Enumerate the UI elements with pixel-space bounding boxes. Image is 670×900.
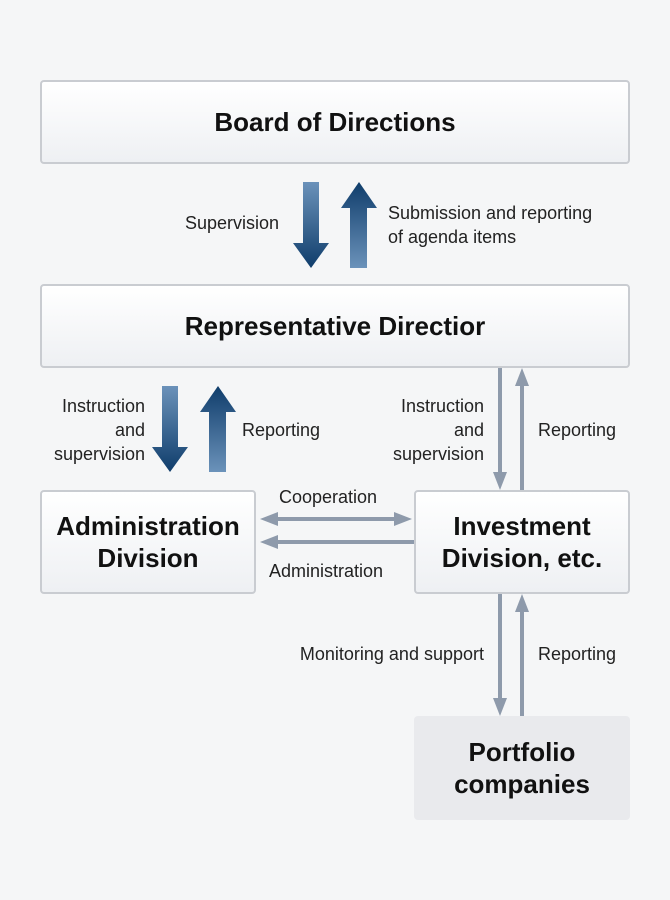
administration-division-box: Administration Division (40, 490, 256, 594)
portfolio-companies-line1: Portfolio (468, 737, 576, 767)
administration-label: Administration (269, 561, 384, 581)
submission-label-line1: Submission and reporting (388, 203, 593, 223)
right-instruction-arrowhead (493, 472, 507, 490)
right-reporting-arrowhead (515, 368, 529, 386)
left-instruction-line1: Instruction (61, 396, 145, 416)
submission-label: Submission and reporting of agenda items (388, 201, 592, 249)
right-reporting-label: Reporting (538, 420, 617, 440)
right-instruction-line3: supervision (392, 444, 484, 464)
left-instruction-line2: and (114, 420, 145, 440)
cooperation-arrowhead-right (394, 512, 412, 526)
representative-director-label: Representative Directior (184, 310, 486, 341)
investment-division-line1: Investment (453, 511, 591, 541)
cooperation-label: Cooperation (279, 487, 378, 507)
board-of-directions-label: Board of Directions (214, 106, 456, 137)
investment-division-line2: Division, etc. (441, 543, 603, 573)
right-instruction-label: Instruction and supervision (393, 394, 484, 466)
portfolio-reporting-arrowhead (515, 594, 529, 612)
submission-arrow-up (341, 182, 377, 268)
investment-division-box: Investment Division, etc. (414, 490, 630, 594)
administration-division-line2: Division (97, 543, 199, 573)
cooperation-arrowhead-left (260, 512, 278, 526)
supervision-arrow-down (293, 182, 329, 268)
right-instruction-line2: and (453, 420, 484, 440)
monitoring-arrowhead (493, 698, 507, 716)
left-reporting-label: Reporting (242, 420, 321, 440)
administration-division-line1: Administration (56, 511, 240, 541)
left-instruction-label: Instruction and supervision (54, 394, 145, 466)
supervision-label: Supervision (184, 213, 279, 233)
left-instruction-arrow-down (152, 386, 188, 472)
monitoring-label: Monitoring and support (299, 644, 484, 664)
representative-director-box: Representative Directior (40, 284, 630, 368)
administration-arrowhead (260, 535, 278, 549)
portfolio-companies-box: Portfolio companies (414, 716, 630, 820)
board-of-directions-box: Board of Directions (40, 80, 630, 164)
left-reporting-arrow-up (200, 386, 236, 472)
right-instruction-line1: Instruction (400, 396, 484, 416)
submission-label-line2: of agenda items (388, 227, 517, 247)
portfolio-companies-line2: companies (454, 769, 590, 799)
portfolio-reporting-label: Reporting (538, 644, 617, 664)
left-instruction-line3: supervision (53, 444, 145, 464)
